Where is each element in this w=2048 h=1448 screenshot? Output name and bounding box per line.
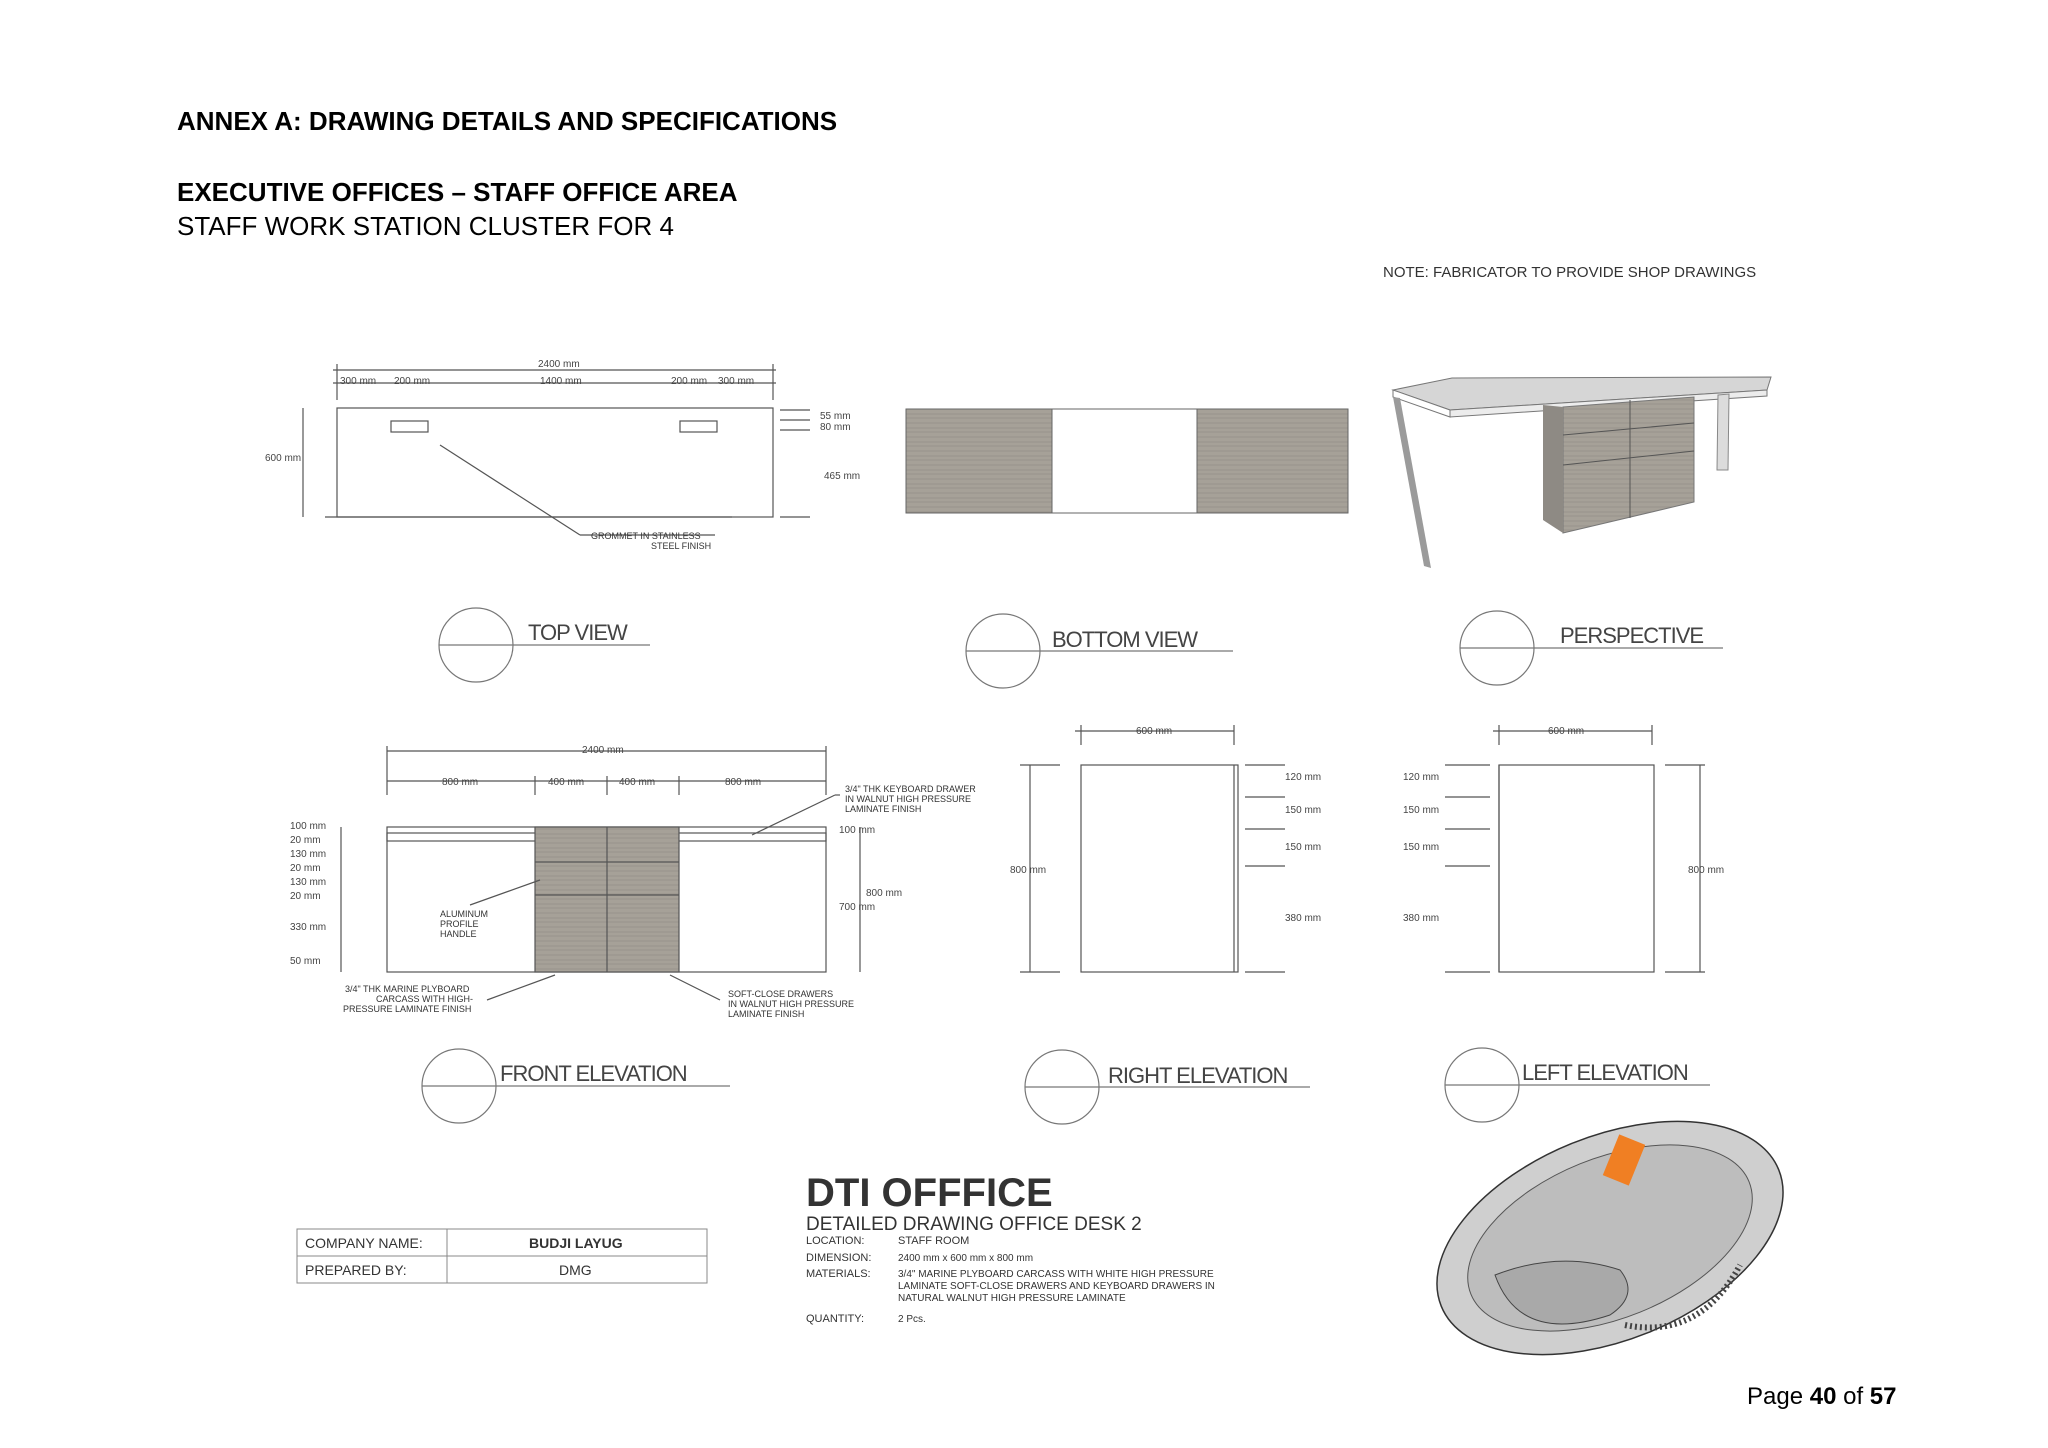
keyboard-note-3: LAMINATE FINISH — [845, 804, 921, 814]
bottom-view-label: BOTTOM VIEW — [1052, 627, 1198, 652]
left-dim-380: 380 mm — [1403, 913, 1439, 924]
handle-note-3: HANDLE — [440, 929, 477, 939]
top-dim-200b: 200 mm — [671, 376, 707, 387]
dimension-label: DIMENSION: — [806, 1252, 871, 1264]
prepared-value: DMG — [559, 1262, 592, 1278]
carcass-note-2: CARCASS WITH HIGH- — [376, 994, 473, 1004]
grommet-note-1: GROMMET IN STAINLESS — [591, 531, 701, 541]
right-dim-800: 800 mm — [1010, 865, 1046, 876]
front-elevation-drawing — [340, 746, 861, 1001]
right-dim-150b: 150 mm — [1285, 842, 1321, 853]
carcass-note-1: 3/4" THK MARINE PLYBOARD — [345, 984, 470, 994]
location-label: LOCATION: — [806, 1235, 864, 1247]
front-left-dim-5: 20 mm — [290, 891, 321, 902]
front-left-dim-0: 100 mm — [290, 821, 326, 832]
keyboard-note-1: 3/4" THK KEYBOARD DRAWER — [845, 784, 976, 794]
top-dim-80: 80 mm — [820, 422, 851, 433]
bottom-view-drawing — [905, 408, 1349, 514]
left-dim-800: 800 mm — [1688, 865, 1724, 876]
right-dim-120: 120 mm — [1285, 772, 1321, 783]
page-total: 57 — [1869, 1383, 1897, 1410]
location-value: STAFF ROOM — [898, 1235, 969, 1247]
front-dim-800b: 800 mm — [725, 777, 761, 788]
front-left-dim-1: 20 mm — [290, 835, 321, 846]
project-subtitle: DETAILED DRAWING OFFICE DESK 2 — [806, 1214, 1142, 1235]
section-title: EXECUTIVE OFFICES – STAFF OFFICE AREA — [177, 177, 738, 207]
left-dim-150b: 150 mm — [1403, 842, 1439, 853]
drawers-note-3: LAMINATE FINISH — [728, 1009, 804, 1019]
highlighted-desk-location — [1602, 1134, 1646, 1186]
section-subtitle: STAFF WORK STATION CLUSTER FOR 4 — [177, 211, 674, 241]
project-title: DTI OFFFICE — [806, 1171, 1053, 1215]
top-view-label: TOP VIEW — [528, 620, 628, 645]
top-dim-465: 465 mm — [824, 471, 860, 482]
left-dim-150a: 150 mm — [1403, 805, 1439, 816]
front-left-dim-2: 130 mm — [290, 849, 326, 860]
title-block-table — [296, 1228, 708, 1284]
perspective-label: PERSPECTIVE — [1560, 623, 1703, 648]
perspective-drawing — [1391, 376, 1772, 568]
quantity-label: QUANTITY: — [806, 1313, 864, 1325]
quantity-value: 2 Pcs. — [898, 1314, 926, 1325]
key-plan — [1436, 1120, 1784, 1356]
grommet-right — [679, 420, 718, 433]
top-dim-600: 600 mm — [265, 453, 301, 464]
front-left-dim-6: 330 mm — [290, 922, 326, 933]
front-left-dim-4: 130 mm — [290, 877, 326, 888]
materials-line-3: NATURAL WALNUT HIGH PRESSURE LAMINATE — [898, 1293, 1126, 1304]
right-elevation-label: RIGHT ELEVATION — [1108, 1063, 1287, 1088]
dimension-value: 2400 mm x 600 mm x 800 mm — [898, 1253, 1033, 1264]
top-view-drawing — [302, 364, 810, 536]
right-dim-600: 600 mm — [1136, 726, 1172, 737]
carcass-note-3: PRESSURE LAMINATE FINISH — [343, 1004, 471, 1014]
top-dim-1400: 1400 mm — [540, 376, 582, 387]
page-of: of — [1836, 1383, 1870, 1410]
front-left-dim-3: 20 mm — [290, 863, 321, 874]
company-label: COMPANY NAME: — [305, 1235, 423, 1251]
company-value: BUDJI LAYUG — [529, 1235, 623, 1251]
right-dim-380: 380 mm — [1285, 913, 1321, 924]
front-dim-800h: 800 mm — [866, 888, 902, 899]
drawers-note-1: SOFT-CLOSE DRAWERS — [728, 989, 833, 999]
front-dim-100: 100 mm — [839, 825, 875, 836]
right-dim-150a: 150 mm — [1285, 805, 1321, 816]
grommet-left — [390, 420, 429, 433]
front-elevation-label: FRONT ELEVATION — [500, 1061, 687, 1086]
page-number: Page 40 of 57 — [1747, 1383, 1896, 1411]
front-dim-400b: 400 mm — [619, 777, 655, 788]
left-elevation-label: LEFT ELEVATION — [1522, 1060, 1688, 1085]
materials-line-2: LAMINATE SOFT-CLOSE DRAWERS AND KEYBOARD… — [898, 1281, 1215, 1292]
top-dim-300a: 300 mm — [340, 376, 376, 387]
prepared-label: PREPARED BY: — [305, 1262, 407, 1278]
left-dim-120: 120 mm — [1403, 772, 1439, 783]
handle-note-2: PROFILE — [440, 919, 479, 929]
right-elevation-drawing — [1020, 725, 1285, 973]
front-dim-total: 2400 mm — [582, 745, 624, 756]
front-dim-400a: 400 mm — [548, 777, 584, 788]
annex-title: ANNEX A: DRAWING DETAILS AND SPECIFICATI… — [177, 106, 838, 136]
top-dim-total: 2400 mm — [538, 359, 580, 370]
drawers-note-2: IN WALNUT HIGH PRESSURE — [728, 999, 854, 1009]
materials-line-1: 3/4" MARINE PLYBOARD CARCASS WITH WHITE … — [898, 1269, 1214, 1280]
page-prefix: Page — [1747, 1383, 1810, 1410]
front-left-dim-7: 50 mm — [290, 956, 321, 967]
handle-note-1: ALUMINUM — [440, 909, 488, 919]
fabricator-note: NOTE: FABRICATOR TO PROVIDE SHOP DRAWING… — [1383, 264, 1756, 281]
front-dim-700: 700 mm — [839, 902, 875, 913]
grommet-note-2: STEEL FINISH — [651, 541, 711, 551]
left-elevation-drawing — [1445, 725, 1705, 973]
top-dim-300b: 300 mm — [718, 376, 754, 387]
left-dim-600: 600 mm — [1548, 726, 1584, 737]
keyboard-note-2: IN WALNUT HIGH PRESSURE — [845, 794, 971, 804]
front-dim-800a: 800 mm — [442, 777, 478, 788]
top-dim-55: 55 mm — [820, 411, 851, 422]
top-view-outline — [336, 407, 774, 518]
page-current: 40 — [1809, 1383, 1837, 1410]
materials-label: MATERIALS: — [806, 1268, 871, 1280]
top-dim-200a: 200 mm — [394, 376, 430, 387]
